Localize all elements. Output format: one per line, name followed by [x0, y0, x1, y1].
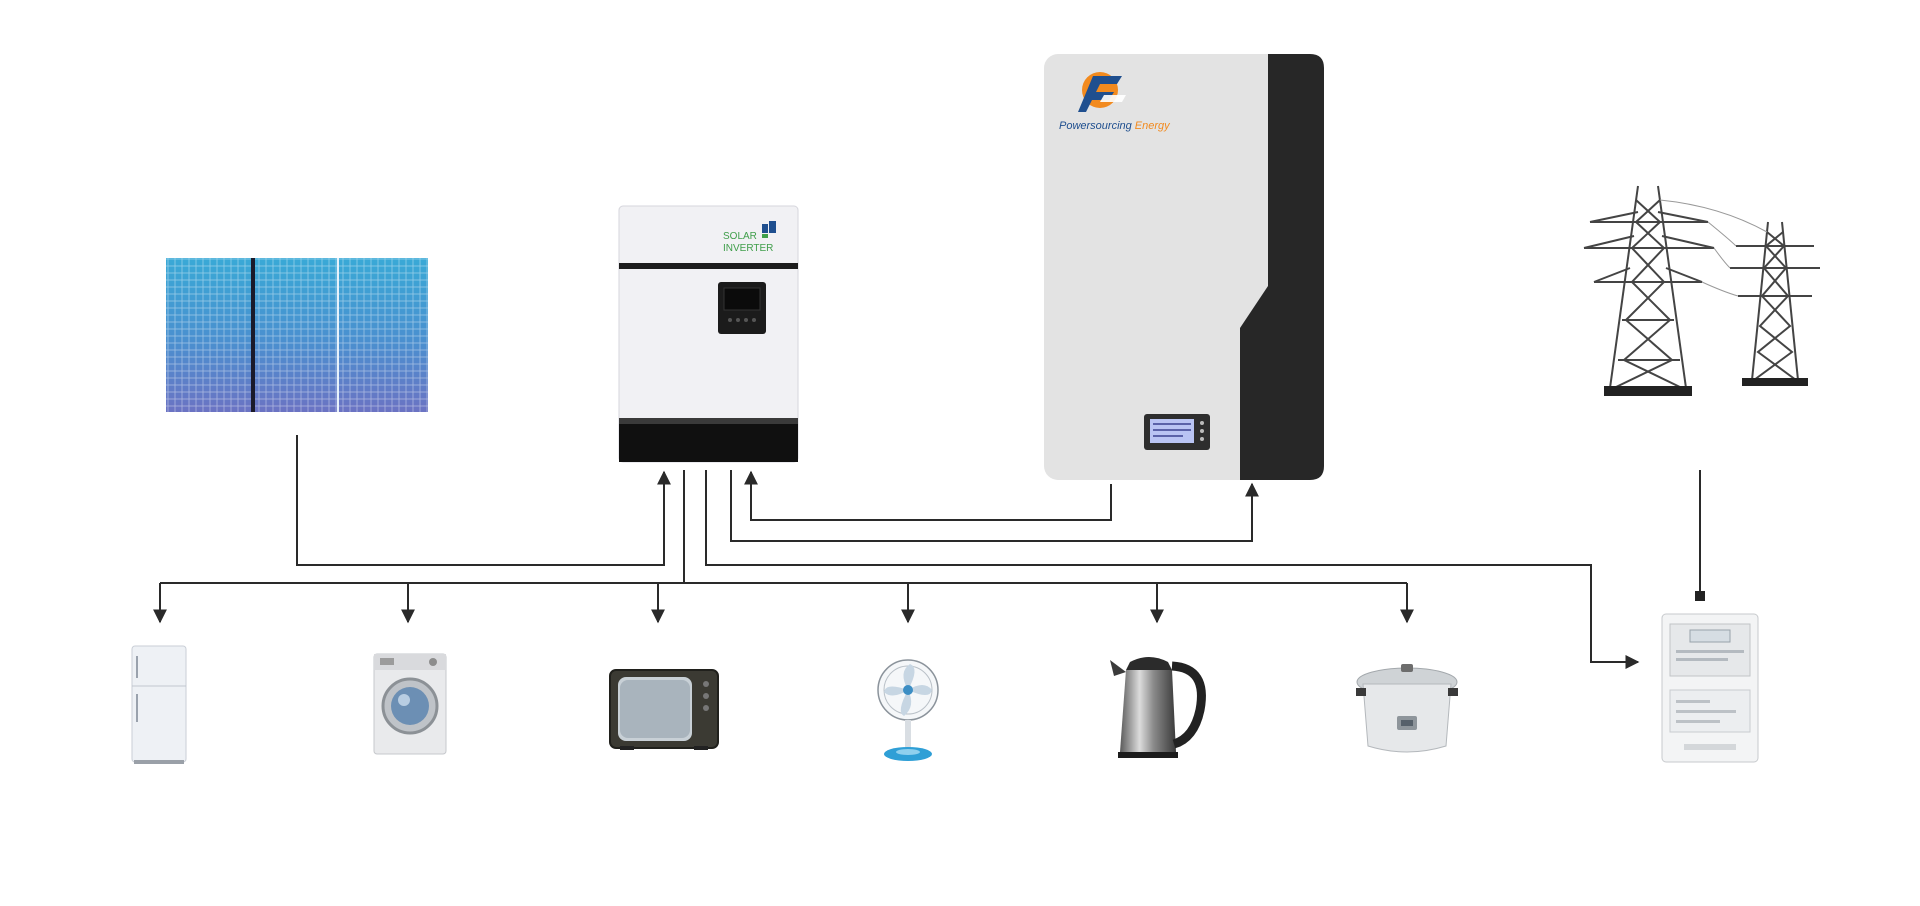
rice-cooker-icon: [1356, 664, 1458, 753]
refrigerator-icon: [131, 645, 187, 764]
inverter-brand-line2: INVERTER: [723, 243, 773, 254]
battery-display: [1144, 414, 1210, 450]
solar-panel: [166, 258, 428, 412]
solar-inverter: SOLAR INVERTER: [618, 205, 799, 463]
washing-machine-icon: [373, 653, 447, 755]
inverter-brand-line1: SOLAR: [723, 231, 757, 242]
fan-icon: [877, 659, 939, 761]
power-grid-tower-icon: [1583, 185, 1820, 389]
battery-logo-icon: [1078, 72, 1126, 112]
inverter-to-meter-line: [705, 470, 1640, 669]
battery-to-inverter-line: [744, 470, 1112, 521]
connection-lines: [153, 435, 1701, 669]
kettle-icon: [1110, 657, 1206, 758]
solar-inverter-logo-icon: [762, 221, 776, 238]
electricity-meter-icon: [1661, 613, 1759, 763]
solar-to-inverter-line: [296, 435, 671, 566]
inverter-display: [718, 282, 766, 334]
television-icon: [609, 669, 719, 750]
inverter-to-battery-line: [730, 470, 1259, 542]
